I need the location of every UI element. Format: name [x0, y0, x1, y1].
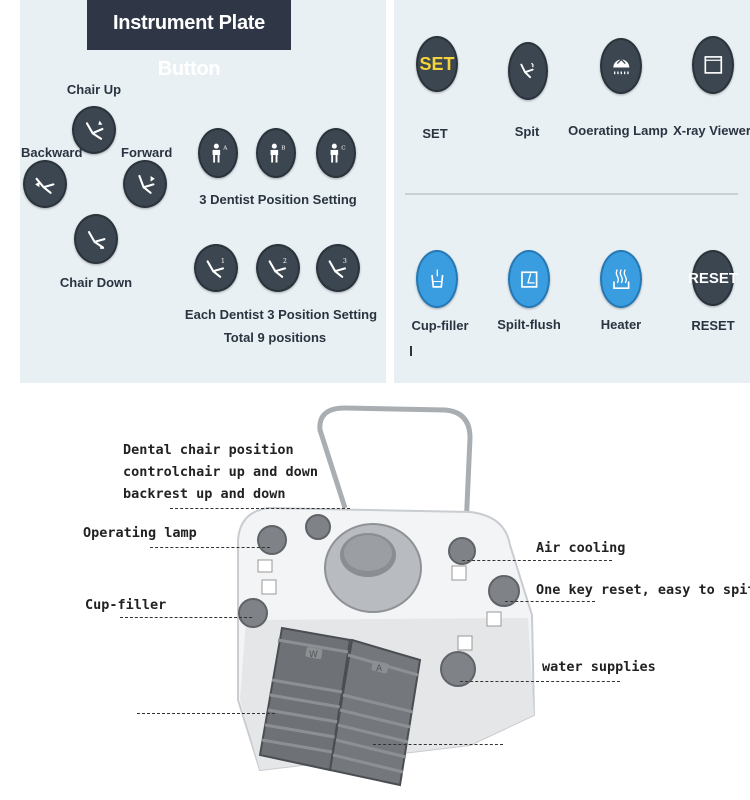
each-position-label-line1: Each Dentist 3 Position Setting — [184, 307, 378, 322]
left-panel — [20, 0, 386, 383]
reset-icon: RESET — [688, 269, 739, 287]
pedal-water-supply-button — [440, 651, 476, 687]
svg-text:B: B — [282, 145, 286, 151]
pedal-cup-filler-button — [238, 598, 268, 628]
heater-button[interactable] — [600, 250, 642, 308]
dentist-person-icon: B — [270, 143, 286, 163]
pedal-air-icon — [451, 565, 467, 581]
annotation-water-supplies-leader — [460, 681, 620, 682]
chair-position-icon: 1 — [206, 257, 225, 278]
foot-control-pedal: W A — [237, 405, 536, 787]
pedal-water-icon — [457, 635, 473, 651]
operating-lamp-icon — [613, 58, 629, 74]
svg-text:C: C — [342, 145, 346, 151]
annotation-chair-leader — [170, 508, 350, 509]
pedal-handle — [317, 405, 473, 529]
dentist-person-icon: C — [330, 143, 346, 163]
chair-up-label: Chair Up — [66, 82, 122, 97]
cup-filler-icon — [430, 269, 444, 288]
backward-label: Backward — [21, 145, 83, 160]
reset-button[interactable]: RESET — [688, 250, 738, 306]
spit-button[interactable] — [508, 42, 548, 100]
chair-down-icon — [87, 230, 106, 249]
position-2-button[interactable]: 2 — [256, 244, 300, 292]
forward-label: Forward — [121, 145, 173, 160]
svg-text:A: A — [376, 664, 383, 674]
annotation-cup-filler: Cup-filler — [85, 597, 167, 613]
backward-icon — [35, 177, 55, 194]
pedal-w: W — [258, 626, 352, 772]
dentist-person-icon: A — [212, 143, 229, 163]
xray-viewer-icon — [704, 56, 722, 74]
cup-filler-label: Cup-filler — [411, 318, 469, 333]
chair-up-button[interactable] — [72, 106, 116, 154]
heater-label: Heater — [600, 317, 642, 332]
annotation-right-pedal-leader — [373, 744, 503, 745]
joystick-grille — [344, 535, 392, 571]
svg-text:3: 3 — [343, 257, 347, 264]
chair-down-label: Chair Down — [59, 275, 133, 290]
forward-button[interactable] — [123, 160, 167, 208]
spit-flush-label: Spilt-flush — [497, 317, 561, 332]
xray-viewer-button[interactable] — [692, 36, 734, 94]
pedal-top-button — [305, 514, 331, 540]
annotation-chair-line3: backrest up and down — [123, 486, 286, 502]
annotation-cup-filler-leader — [120, 617, 252, 618]
each-position-label-line2: Total 9 positions — [223, 330, 327, 345]
chair-down-button[interactable] — [74, 214, 118, 264]
pedal-cup-icon — [261, 579, 277, 595]
position-3-button[interactable]: 3 — [316, 244, 360, 292]
annotation-operating-lamp-leader — [150, 547, 270, 548]
pedal-air-cooling-button — [448, 537, 476, 565]
operating-lamp-button[interactable] — [600, 38, 642, 94]
dentist-position-label: 3 Dentist Position Setting — [199, 192, 357, 207]
svg-text:1: 1 — [221, 257, 225, 264]
position-1-button[interactable]: 1 — [194, 244, 238, 292]
chair-position-icon: 2 — [268, 257, 287, 278]
annotation-chair-line1: Dental chair position — [123, 442, 294, 458]
pedal-spit-icon — [486, 611, 502, 627]
forward-icon — [138, 174, 155, 194]
svg-text:2: 2 — [283, 257, 287, 264]
dentist-position-c-button[interactable]: C — [316, 128, 356, 178]
annotation-left-pedal-leader — [137, 713, 275, 714]
dentist-position-b-button[interactable]: B — [256, 128, 296, 178]
pedal-lamp-icon — [257, 559, 273, 573]
pedal-a: A — [328, 638, 422, 787]
dentist-position-a-button[interactable]: A — [198, 128, 238, 178]
annotation-chair-line2: controlchair up and down — [123, 464, 319, 480]
spit-flush-button[interactable] — [508, 250, 550, 308]
annotation-one-key-reset-leader — [505, 601, 595, 602]
spit-flush-icon — [520, 271, 538, 288]
reset-label: RESET — [691, 318, 735, 333]
annotation-air-cooling: Air cooling — [536, 540, 626, 556]
annotation-one-key-reset: One key reset, easy to spit — [536, 582, 750, 598]
svg-text:A: A — [223, 145, 229, 151]
heater-icon — [612, 269, 630, 290]
annotation-operating-lamp: Operating lamp — [83, 525, 197, 541]
pedal-reset-button — [488, 575, 520, 607]
pedal-operating-lamp-button — [257, 525, 287, 555]
instrument-plate-title: Instrument Plate Button — [87, 0, 291, 80]
svg-text:W: W — [309, 650, 318, 660]
backward-button[interactable] — [23, 160, 67, 208]
cup-filler-button[interactable] — [416, 250, 458, 308]
small-tick-mark — [410, 346, 412, 356]
xray-viewer-label: X-ray Viewer — [673, 123, 750, 138]
chair-position-icon: 3 — [328, 257, 347, 278]
operating-lamp-label: Ooerating Lamp — [568, 123, 668, 138]
set-button[interactable]: SET — [416, 36, 458, 92]
annotation-air-cooling-leader — [462, 560, 612, 561]
annotation-water-supplies: water supplies — [542, 659, 656, 675]
spit-icon — [520, 62, 535, 79]
chair-up-icon — [85, 120, 104, 140]
right-panel-divider — [405, 193, 738, 195]
set-label: SET — [422, 126, 448, 141]
spit-label: Spit — [514, 124, 540, 139]
set-icon: SET — [419, 53, 455, 74]
